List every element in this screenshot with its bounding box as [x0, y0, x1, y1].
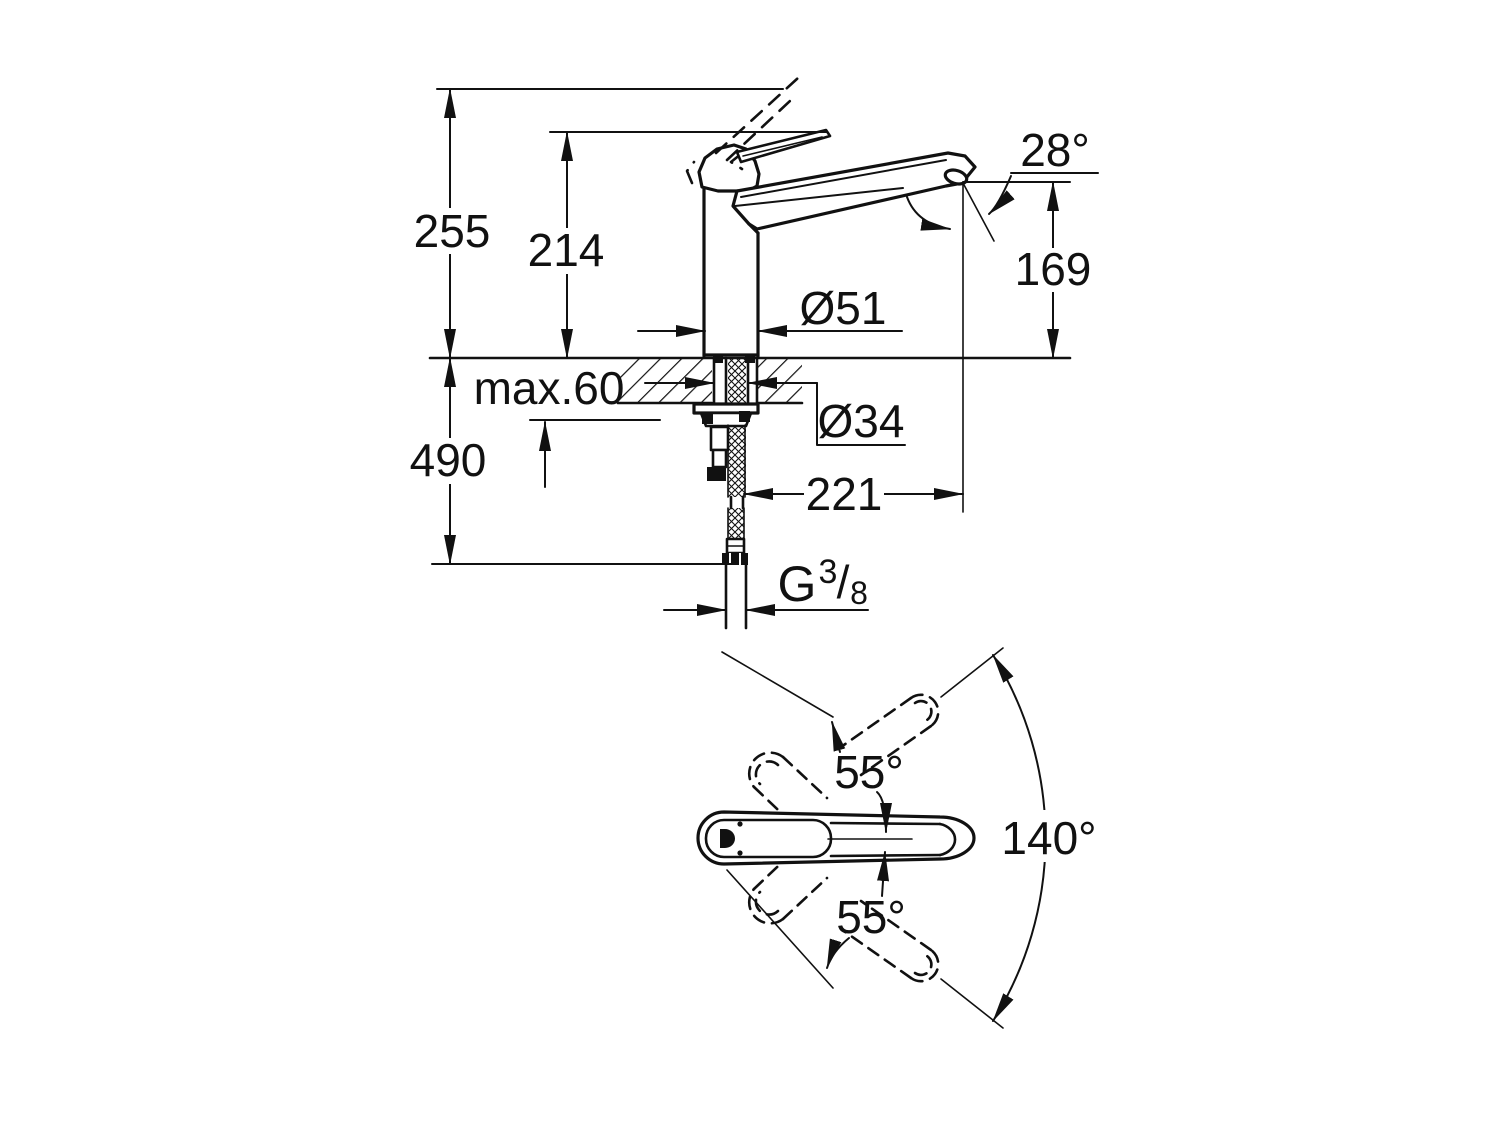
axis-handle-lower [726, 869, 834, 989]
hose-braid-lower [728, 508, 744, 539]
faucet-top-silhouette [696, 810, 976, 866]
dim-mounting-hole-diameter: Ø34 [818, 395, 905, 447]
top-view: 55° 55° 140° [696, 647, 1106, 1029]
thread-slash: / [837, 556, 850, 608]
flange-seal-left [702, 413, 713, 424]
handle-dot-bottom [737, 850, 743, 856]
flange-seal-right [739, 411, 750, 422]
silhouette-outline [696, 810, 976, 866]
side-view-dimensions: 255 214 169 28° Ø51 max.60 Ø34 221 490 [408, 88, 1099, 616]
dim-height-to-handle: 214 [528, 224, 605, 276]
leader-d34 [816, 382, 906, 446]
handle-upper-dashed-cap [747, 751, 785, 789]
dim-body-diameter: Ø51 [800, 282, 887, 334]
thread-prefix: G [778, 556, 817, 612]
handle-lever-edge [742, 136, 823, 157]
label-bg-140 [992, 810, 1106, 862]
handle-lower-dashed-inner [754, 890, 780, 916]
top-view-dimensions: 55° 55° 140° [826, 654, 1106, 1022]
mounting-stud-lower [711, 448, 728, 469]
dim-overall-height: 255 [414, 205, 491, 257]
handle-upper-dashed-inner [754, 760, 780, 786]
label-bg-490 [408, 438, 490, 484]
spout-lower-dashed-inner [913, 954, 933, 977]
dim-below-counter-length: 490 [410, 434, 487, 486]
spout-top-edge-line [740, 159, 947, 198]
label-bg-169 [1012, 248, 1094, 292]
spout-lower-dashed-cap [909, 948, 940, 983]
leader-55-lower-out [826, 937, 850, 969]
label-bg-214 [526, 228, 608, 274]
hose-edges [727, 424, 746, 540]
hose-braid-upper [728, 358, 746, 497]
spout-lower-dashed-sides [839, 899, 933, 980]
handle-raised-dashed-1 [714, 76, 800, 155]
axis-handle-upper [721, 651, 834, 718]
leader-55-upper-in [876, 791, 892, 833]
thread-numerator: 3 [819, 553, 838, 591]
hose-neck [729, 495, 745, 510]
label-bg-221 [804, 472, 884, 516]
spout-tilt-arc [906, 196, 951, 231]
dim-spout-swivel-range: 140° [1001, 812, 1096, 864]
label-bg-255 [412, 208, 492, 254]
hose-end-nut [722, 553, 748, 565]
mounting-stud [709, 425, 730, 452]
handle-raised-dashed-2 [725, 98, 793, 162]
angle-28-reference [962, 182, 995, 242]
rotated-positions-dashed [747, 693, 940, 983]
dim-spout-reach: 221 [806, 468, 883, 520]
spout-tube-inner-cap [938, 822, 957, 857]
aerator [943, 168, 969, 186]
thread-label: G 3 / 8 [778, 553, 868, 612]
spout-chamfer [747, 222, 760, 235]
angle-28-arc [988, 175, 1015, 215]
counter-hatch-left [620, 359, 712, 403]
dim-handle-swing-upper: 55° [834, 746, 904, 798]
base-gasket-left [713, 356, 723, 363]
leader-55-lower-in [877, 851, 890, 897]
dim-max-counter-thickness: max.60 [474, 362, 625, 414]
dim-spout-outlet-height: 169 [1015, 243, 1092, 295]
connection-tube [724, 563, 748, 630]
leader-55-upper-out [831, 721, 846, 753]
counter-hatch-right [758, 359, 802, 403]
mounting-nut [707, 467, 726, 481]
handle-lower-dashed-cap [747, 887, 785, 925]
side-view: 255 214 169 28° Ø51 max.60 Ø34 221 490 [408, 76, 1099, 630]
handle-base-dashed-edge [685, 160, 696, 185]
spout-upper-dashed-inner [913, 699, 933, 722]
handle-mark [720, 829, 735, 848]
thread-denominator: 8 [850, 575, 868, 611]
faucet-body [685, 76, 977, 363]
spout-upper-dashed-sides [839, 696, 933, 777]
dim-handle-swing-lower: 55° [836, 891, 906, 943]
spout-front-edge-line [734, 187, 904, 207]
spout-upper-dashed-cap [909, 693, 940, 728]
base-gasket-right [745, 356, 755, 363]
handle-dot-top [737, 821, 743, 827]
dim-spout-angle: 28° [1020, 124, 1090, 176]
